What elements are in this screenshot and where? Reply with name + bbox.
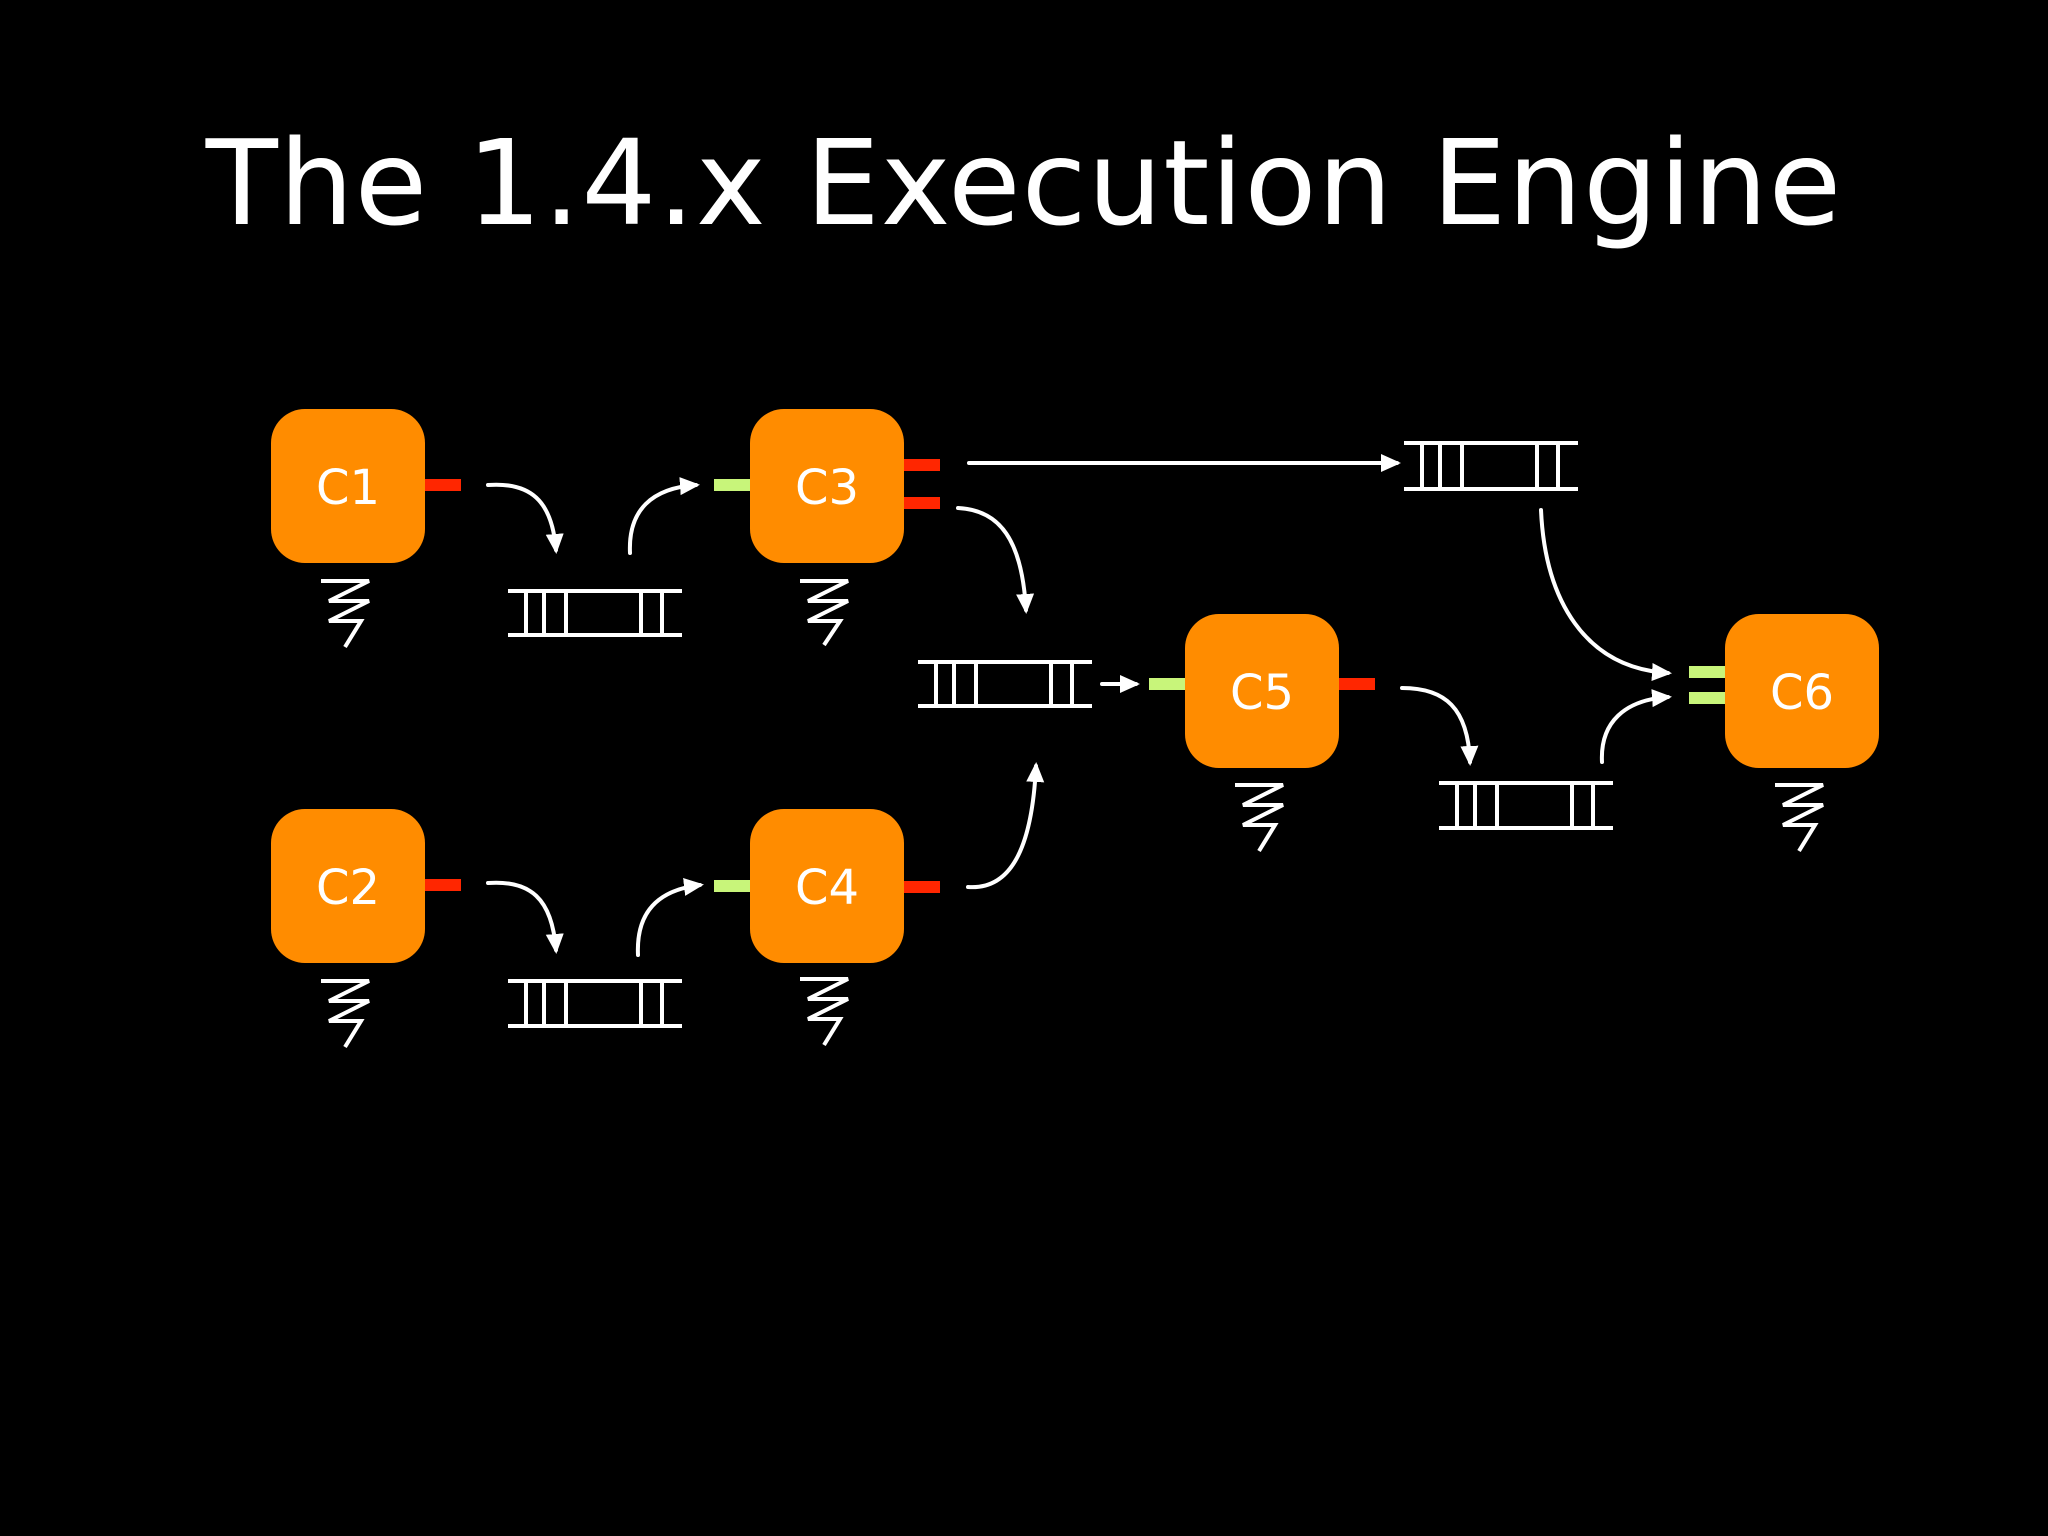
queue-icon-b [508,979,682,1028]
c5-lightning-bolt-icon [1235,783,1284,853]
c1-output-port [425,479,461,491]
c6-lightning-bolt-icon [1775,783,1824,853]
queue-icon-e [1439,781,1613,830]
component-c6-label: C6 [1770,665,1834,721]
c3-output-port-2 [904,497,940,509]
c6-input-port-1 [1689,666,1725,678]
c6-input-port-2 [1689,692,1725,704]
component-c4-label: C4 [795,860,859,916]
component-c5: C5 [1185,614,1339,768]
component-c4: C4 [750,809,904,963]
arrow-icon-c1-to-queue-a [486,482,564,554]
arrow-icon-queue-e-to-c6 [1599,689,1672,764]
component-c5-label: C5 [1230,665,1294,721]
c3-output-port-1 [904,459,940,471]
arrow-icon-queue-b-to-c4 [635,877,704,957]
component-c3: C3 [750,409,904,563]
component-c3-label: C3 [795,460,859,516]
slide-title: The 1.4.x Execution Engine [205,114,1843,252]
queue-icon-a [508,589,682,637]
component-c2-label: C2 [316,860,380,916]
c4-output-port [904,881,940,893]
c2-lightning-bolt-icon [321,979,370,1049]
arrow-icon-c3-to-queue-c [956,506,1035,614]
c3-input-port [714,479,750,491]
c4-input-port [714,880,750,892]
component-c1-label: C1 [316,460,380,516]
c2-output-port [425,879,461,891]
arrow-icon-queue-d-to-c6 [1539,508,1672,682]
arrow-icon-c5-to-queue-e [1400,686,1479,766]
c4-lightning-bolt-icon [800,977,849,1047]
arrow-icon-queue-a-to-c3 [627,477,700,555]
component-c2: C2 [271,809,425,963]
component-c1: C1 [271,409,425,563]
queue-icon-d [1404,441,1578,491]
arrow-icon-c4-to-queue-c [966,762,1045,890]
queue-icon-c [918,660,1092,708]
c5-input-port [1149,678,1185,690]
c5-output-port [1339,678,1375,690]
arrow-icon-c2-to-queue-b [486,880,564,954]
c1-lightning-bolt-icon [321,579,370,649]
component-c6: C6 [1725,614,1879,768]
c3-lightning-bolt-icon [800,579,849,647]
